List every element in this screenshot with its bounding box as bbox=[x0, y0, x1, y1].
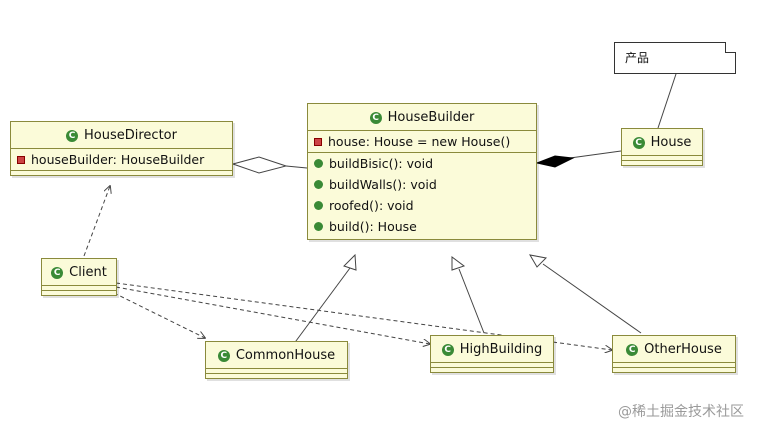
attribute-row: house: House = new House() bbox=[308, 131, 536, 152]
class-icon: C bbox=[217, 349, 230, 362]
class-house-builder[interactable]: C HouseBuilder house: House = new House(… bbox=[307, 103, 537, 240]
class-name: HouseDirector bbox=[84, 128, 177, 143]
class-header: C HighBuilding bbox=[431, 336, 553, 363]
operation-row: roofed(): void bbox=[308, 195, 536, 216]
attribute-text: houseBuilder: HouseBuilder bbox=[31, 152, 205, 167]
private-attribute-icon bbox=[17, 155, 25, 164]
composition-diamond bbox=[535, 155, 575, 168]
class-common-house[interactable]: C CommonHouse bbox=[205, 341, 348, 379]
generalization-otherhouse-triangle bbox=[529, 254, 548, 268]
generalization-commonhouse-triangle bbox=[343, 253, 357, 271]
operations-section: buildBisic(): void buildWalls(): void ro… bbox=[308, 153, 536, 239]
operations-section bbox=[613, 368, 735, 372]
attributes-section: house: House = new House() bbox=[308, 131, 536, 153]
class-name: HouseBuilder bbox=[387, 110, 475, 125]
operation-row: build(): House bbox=[308, 216, 536, 239]
generalization-highbuilding-triangle bbox=[451, 256, 466, 271]
operations-section bbox=[431, 368, 553, 372]
class-icon: C bbox=[626, 343, 639, 356]
public-operation-icon bbox=[314, 180, 323, 189]
class-house[interactable]: C House bbox=[621, 128, 703, 166]
private-attribute-icon bbox=[314, 137, 322, 146]
dependency-client-commonhouse bbox=[113, 292, 205, 338]
attribute-text: house: House = new House() bbox=[328, 134, 511, 149]
composition-line bbox=[569, 150, 622, 159]
public-operation-icon bbox=[314, 159, 323, 168]
note-box: 产品 bbox=[614, 42, 736, 74]
operation-text: buildBisic(): void bbox=[329, 156, 434, 171]
operations-section bbox=[11, 171, 232, 175]
class-other-house[interactable]: C OtherHouse bbox=[612, 335, 736, 373]
attributes-section bbox=[622, 156, 702, 161]
attributes-section bbox=[431, 363, 553, 368]
class-name: CommonHouse bbox=[235, 348, 336, 363]
class-high-building[interactable]: C HighBuilding bbox=[430, 335, 554, 373]
class-icon: C bbox=[632, 136, 645, 149]
class-header: C House bbox=[622, 129, 702, 156]
class-header: C OtherHouse bbox=[613, 336, 735, 363]
class-header: C Client bbox=[42, 259, 116, 286]
operation-row: buildWalls(): void bbox=[308, 174, 536, 195]
watermark-text: @稀土掘金技术社区 bbox=[618, 404, 744, 420]
operations-section bbox=[206, 374, 347, 378]
aggregation-diamond bbox=[231, 156, 288, 174]
attributes-section bbox=[613, 363, 735, 368]
operation-text: roofed(): void bbox=[329, 198, 414, 213]
class-name: OtherHouse bbox=[644, 342, 722, 357]
operations-section bbox=[622, 161, 702, 165]
note-text: 产品 bbox=[625, 51, 650, 65]
attributes-section bbox=[42, 286, 116, 291]
generalization-highbuilding-line bbox=[458, 268, 485, 334]
class-name: HighBuilding bbox=[459, 342, 543, 357]
generalization-commonhouse-line bbox=[292, 267, 351, 346]
class-client[interactable]: C Client bbox=[41, 258, 117, 296]
class-name: Client bbox=[69, 265, 107, 280]
class-header: C CommonHouse bbox=[206, 342, 347, 369]
dependency-client-director bbox=[83, 186, 110, 257]
class-header: C HouseDirector bbox=[11, 122, 232, 149]
attribute-row: houseBuilder: HouseBuilder bbox=[11, 149, 232, 170]
aggregation-line bbox=[285, 165, 308, 169]
attributes-section: houseBuilder: HouseBuilder bbox=[11, 149, 232, 171]
class-icon: C bbox=[369, 111, 382, 124]
public-operation-icon bbox=[314, 201, 323, 210]
class-icon: C bbox=[66, 129, 79, 142]
operation-row: buildBisic(): void bbox=[308, 153, 536, 174]
operations-section bbox=[42, 291, 116, 295]
operation-text: build(): House bbox=[329, 219, 417, 234]
class-house-director[interactable]: C HouseDirector houseBuilder: HouseBuild… bbox=[10, 121, 233, 176]
attributes-section bbox=[206, 369, 347, 374]
class-header: C HouseBuilder bbox=[308, 104, 536, 131]
class-icon: C bbox=[441, 343, 454, 356]
operation-text: buildWalls(): void bbox=[329, 177, 437, 192]
public-operation-icon bbox=[314, 222, 323, 231]
generalization-otherhouse-line bbox=[542, 263, 642, 334]
note-fold-corner bbox=[725, 42, 736, 53]
class-name: House bbox=[650, 135, 692, 150]
dependency-client-highbuilding bbox=[115, 286, 430, 344]
class-icon: C bbox=[51, 266, 64, 279]
note-anchor-line bbox=[657, 73, 677, 129]
